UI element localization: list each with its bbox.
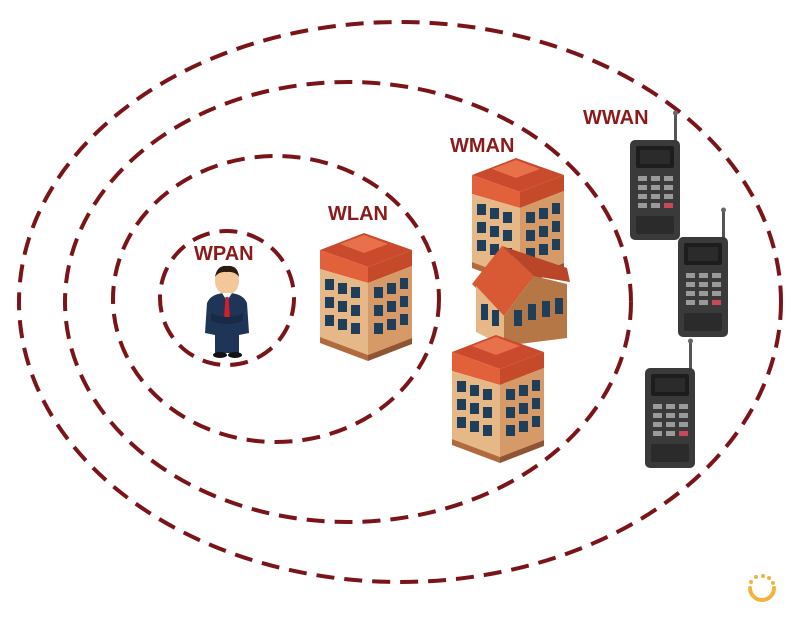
wwan-cell-phone-icon-1	[630, 110, 680, 240]
wwan-label: WWAN	[583, 107, 649, 129]
wman-building-icon-bottom	[452, 335, 544, 463]
loading-spinner-icon	[748, 574, 776, 602]
wpan-label: WPAN	[194, 243, 254, 265]
wman-range-ring	[63, 80, 633, 524]
wlan-building-icon	[320, 233, 412, 361]
wwan-cell-phone-icon-2	[678, 207, 728, 337]
wlan-range-ring	[111, 154, 441, 444]
wlan-label: WLAN	[328, 203, 388, 225]
wwan-cell-phone-icon-3	[645, 338, 695, 468]
wman-label: WMAN	[450, 135, 514, 157]
wpan-range-ring	[158, 229, 296, 367]
person-icon	[205, 265, 249, 358]
wwan-range-ring	[17, 20, 783, 584]
